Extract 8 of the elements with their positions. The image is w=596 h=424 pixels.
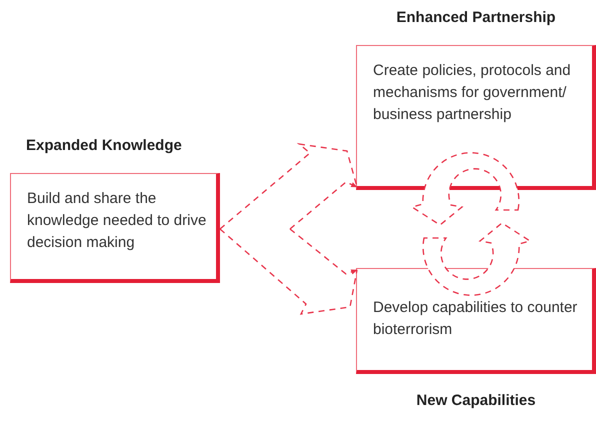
card-text: Create policies, protocols and mechanisms for government/ business partnership — [373, 61, 572, 125]
dashed-arrow — [219, 143, 358, 230]
section-heading: New Capabilities — [415, 391, 537, 411]
section-heading: Expanded Knowledge — [25, 136, 183, 156]
card-text: Build and share the knowledge needed to drive decision making — [27, 189, 208, 253]
card-text: Develop capabilities to counter bioterrorism — [373, 298, 578, 340]
section-heading: Enhanced Partnership — [395, 8, 557, 28]
dashed-arrow — [219, 228, 358, 315]
